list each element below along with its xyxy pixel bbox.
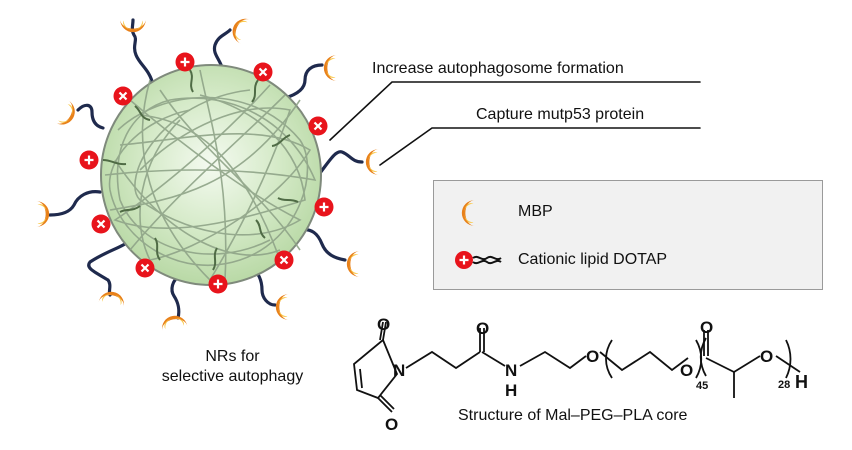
cationic-lipid-icon	[455, 251, 502, 269]
annotation-autophagosome: Increase autophagosome formation	[372, 60, 624, 77]
tether	[170, 274, 182, 320]
nanoparticle-caption-line1: NRs for	[205, 348, 260, 365]
plus-charge-icon	[113, 86, 133, 106]
atom-o: O	[680, 361, 693, 380]
crescent-icon	[55, 100, 80, 130]
crescent-icon	[275, 294, 289, 320]
lipid-tails	[102, 69, 299, 271]
crescent-icon	[228, 15, 250, 44]
legend-label-dotap: Cationic lipid DOTAP	[518, 251, 668, 268]
atom-n: N	[393, 361, 405, 380]
plus-charge-icon	[274, 250, 294, 270]
tether	[87, 240, 130, 297]
plus-charge-icon	[175, 52, 195, 72]
plus-charge-icon	[314, 197, 334, 217]
atom-o: O	[586, 347, 599, 366]
plus-charge-icon	[135, 258, 155, 278]
annotation-capture: Capture mutp53 protein	[476, 106, 645, 123]
tether	[76, 103, 105, 130]
polymer-fibers	[104, 69, 317, 282]
nanoparticle-caption-line2: selective autophagy	[161, 368, 304, 385]
tether	[130, 18, 155, 87]
atom-o: O	[476, 319, 489, 338]
peg-repeat-count: 45	[696, 380, 708, 392]
nanoparticle-caption: NRs for selective autophagy	[140, 347, 325, 387]
structure-caption: Structure of Mal–PEG–PLA core	[458, 407, 688, 424]
tether	[318, 150, 364, 175]
leader-line-autophagosome	[329, 81, 701, 141]
plus-charge-icon	[91, 214, 111, 234]
chemical-atom-labels: O N O O N H O O 45 O O 28 H	[377, 315, 808, 434]
plus-charge-icon	[308, 116, 328, 136]
chemical-structure	[353, 321, 801, 413]
atom-h: H	[505, 381, 517, 400]
legend: MBP Cationic lipid DOTAP	[433, 180, 823, 290]
plus-charge-icon	[208, 274, 228, 294]
crescent-icon	[159, 313, 188, 331]
atom-o: O	[377, 315, 390, 334]
crescent-icon	[365, 149, 379, 175]
crescent-icon	[461, 200, 475, 226]
plus-charge-icon	[253, 62, 273, 82]
leader-line-capture	[379, 127, 701, 166]
crescent-icon	[346, 251, 360, 277]
tether	[212, 28, 232, 75]
pla-repeat-count: 28	[778, 379, 790, 391]
legend-label-mbp: MBP	[518, 203, 553, 220]
atom-h: H	[795, 372, 808, 392]
atom-o: O	[760, 347, 773, 366]
atom-n: N	[505, 361, 517, 380]
atom-o: O	[385, 415, 398, 434]
tether	[298, 228, 347, 262]
crescent-icon	[36, 201, 50, 227]
crescent-icon	[98, 289, 127, 307]
crescent-icon	[323, 55, 337, 81]
tether	[48, 190, 102, 217]
peg-tethers	[48, 18, 701, 320]
atom-o: O	[700, 318, 713, 337]
tether	[283, 63, 324, 100]
plus-charge-icon	[79, 150, 99, 170]
